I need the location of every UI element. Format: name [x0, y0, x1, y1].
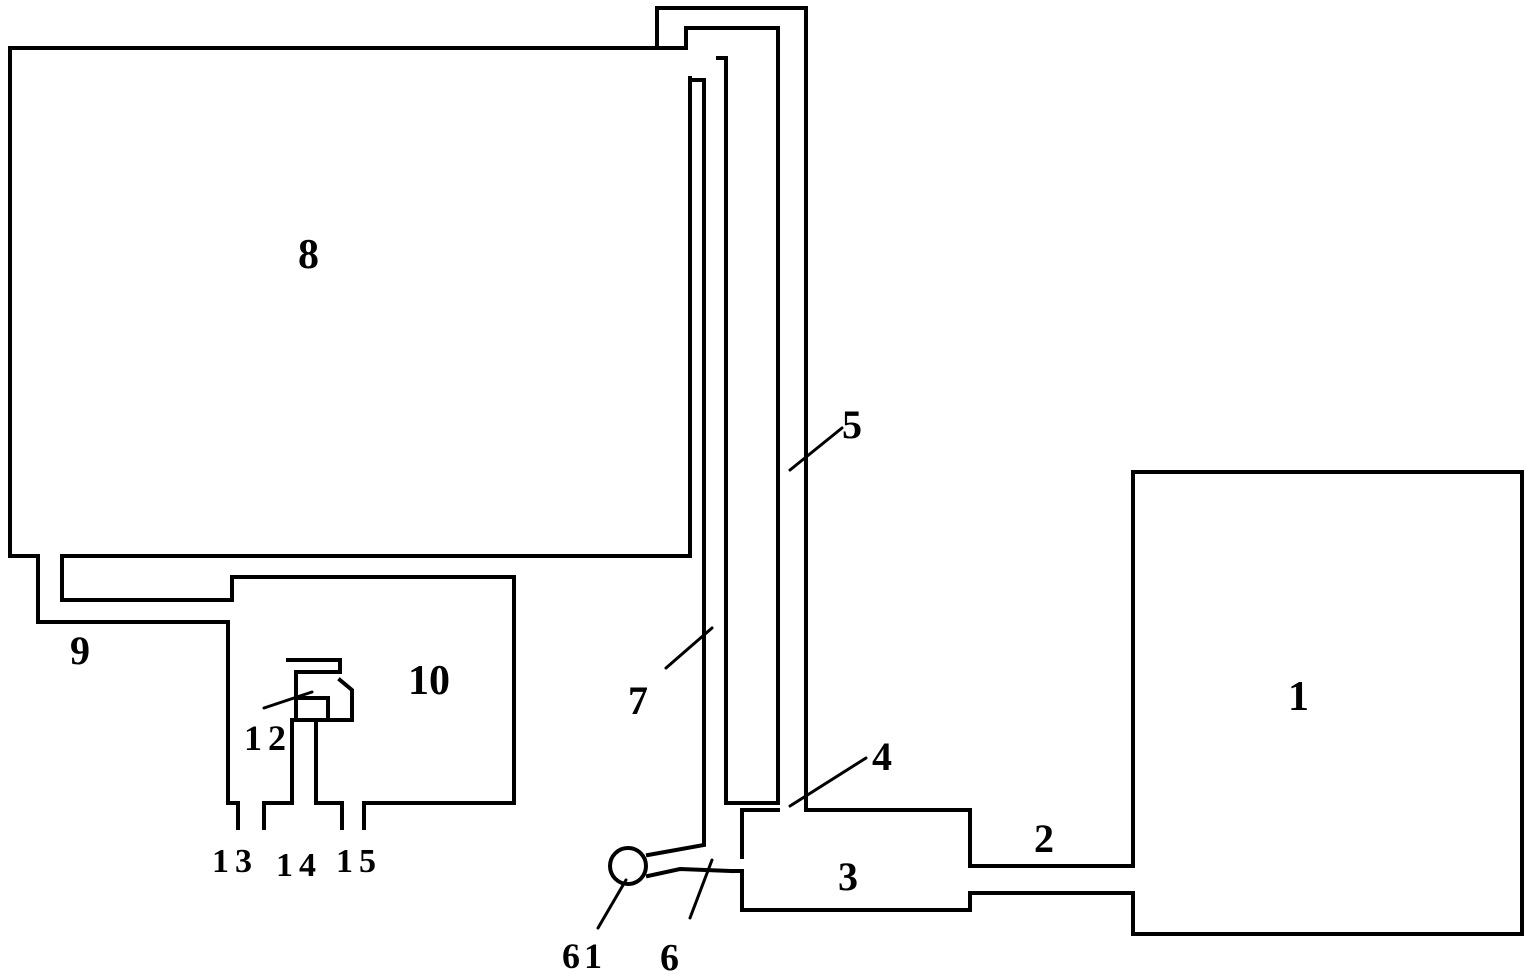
leader-line-5 — [788, 426, 844, 472]
label-1: 1 — [1288, 674, 1309, 720]
label-8: 8 — [298, 232, 319, 278]
component-61-circle — [608, 846, 648, 886]
label-14: 14 — [276, 847, 322, 884]
label-13: 13 — [212, 843, 258, 880]
leader-line-61 — [596, 878, 628, 930]
leader-line-4 — [788, 756, 868, 808]
label-12: 12 — [244, 718, 292, 758]
label-2: 2 — [1034, 816, 1054, 861]
label-10: 10 — [408, 658, 450, 704]
outlet-14-pipe — [262, 718, 344, 830]
label-7: 7 — [628, 678, 648, 723]
component-12-body — [286, 658, 354, 722]
label-4: 4 — [872, 734, 892, 779]
pipe-5-outer-wall — [655, 6, 1524, 936]
leader-line-7 — [664, 626, 714, 670]
pipe-6-lower-wall — [645, 866, 735, 879]
chamber-3-left-wall — [740, 808, 780, 859]
label-61: 61 — [562, 936, 606, 976]
tank-8-outer-wall-and-pipe-9 — [8, 38, 688, 830]
label-9: 9 — [70, 628, 90, 673]
leader-line-6 — [688, 858, 714, 920]
pipe-7-right-wall — [684, 26, 780, 805]
pipe-7-left-wall — [645, 78, 706, 858]
label-15: 15 — [336, 843, 382, 880]
label-3: 3 — [838, 854, 858, 899]
leader-line-12 — [262, 690, 314, 710]
tank-8-lower-wall-and-pipe-9-inner — [60, 76, 692, 830]
label-5: 5 — [842, 402, 862, 447]
label-6: 6 — [660, 937, 679, 978]
